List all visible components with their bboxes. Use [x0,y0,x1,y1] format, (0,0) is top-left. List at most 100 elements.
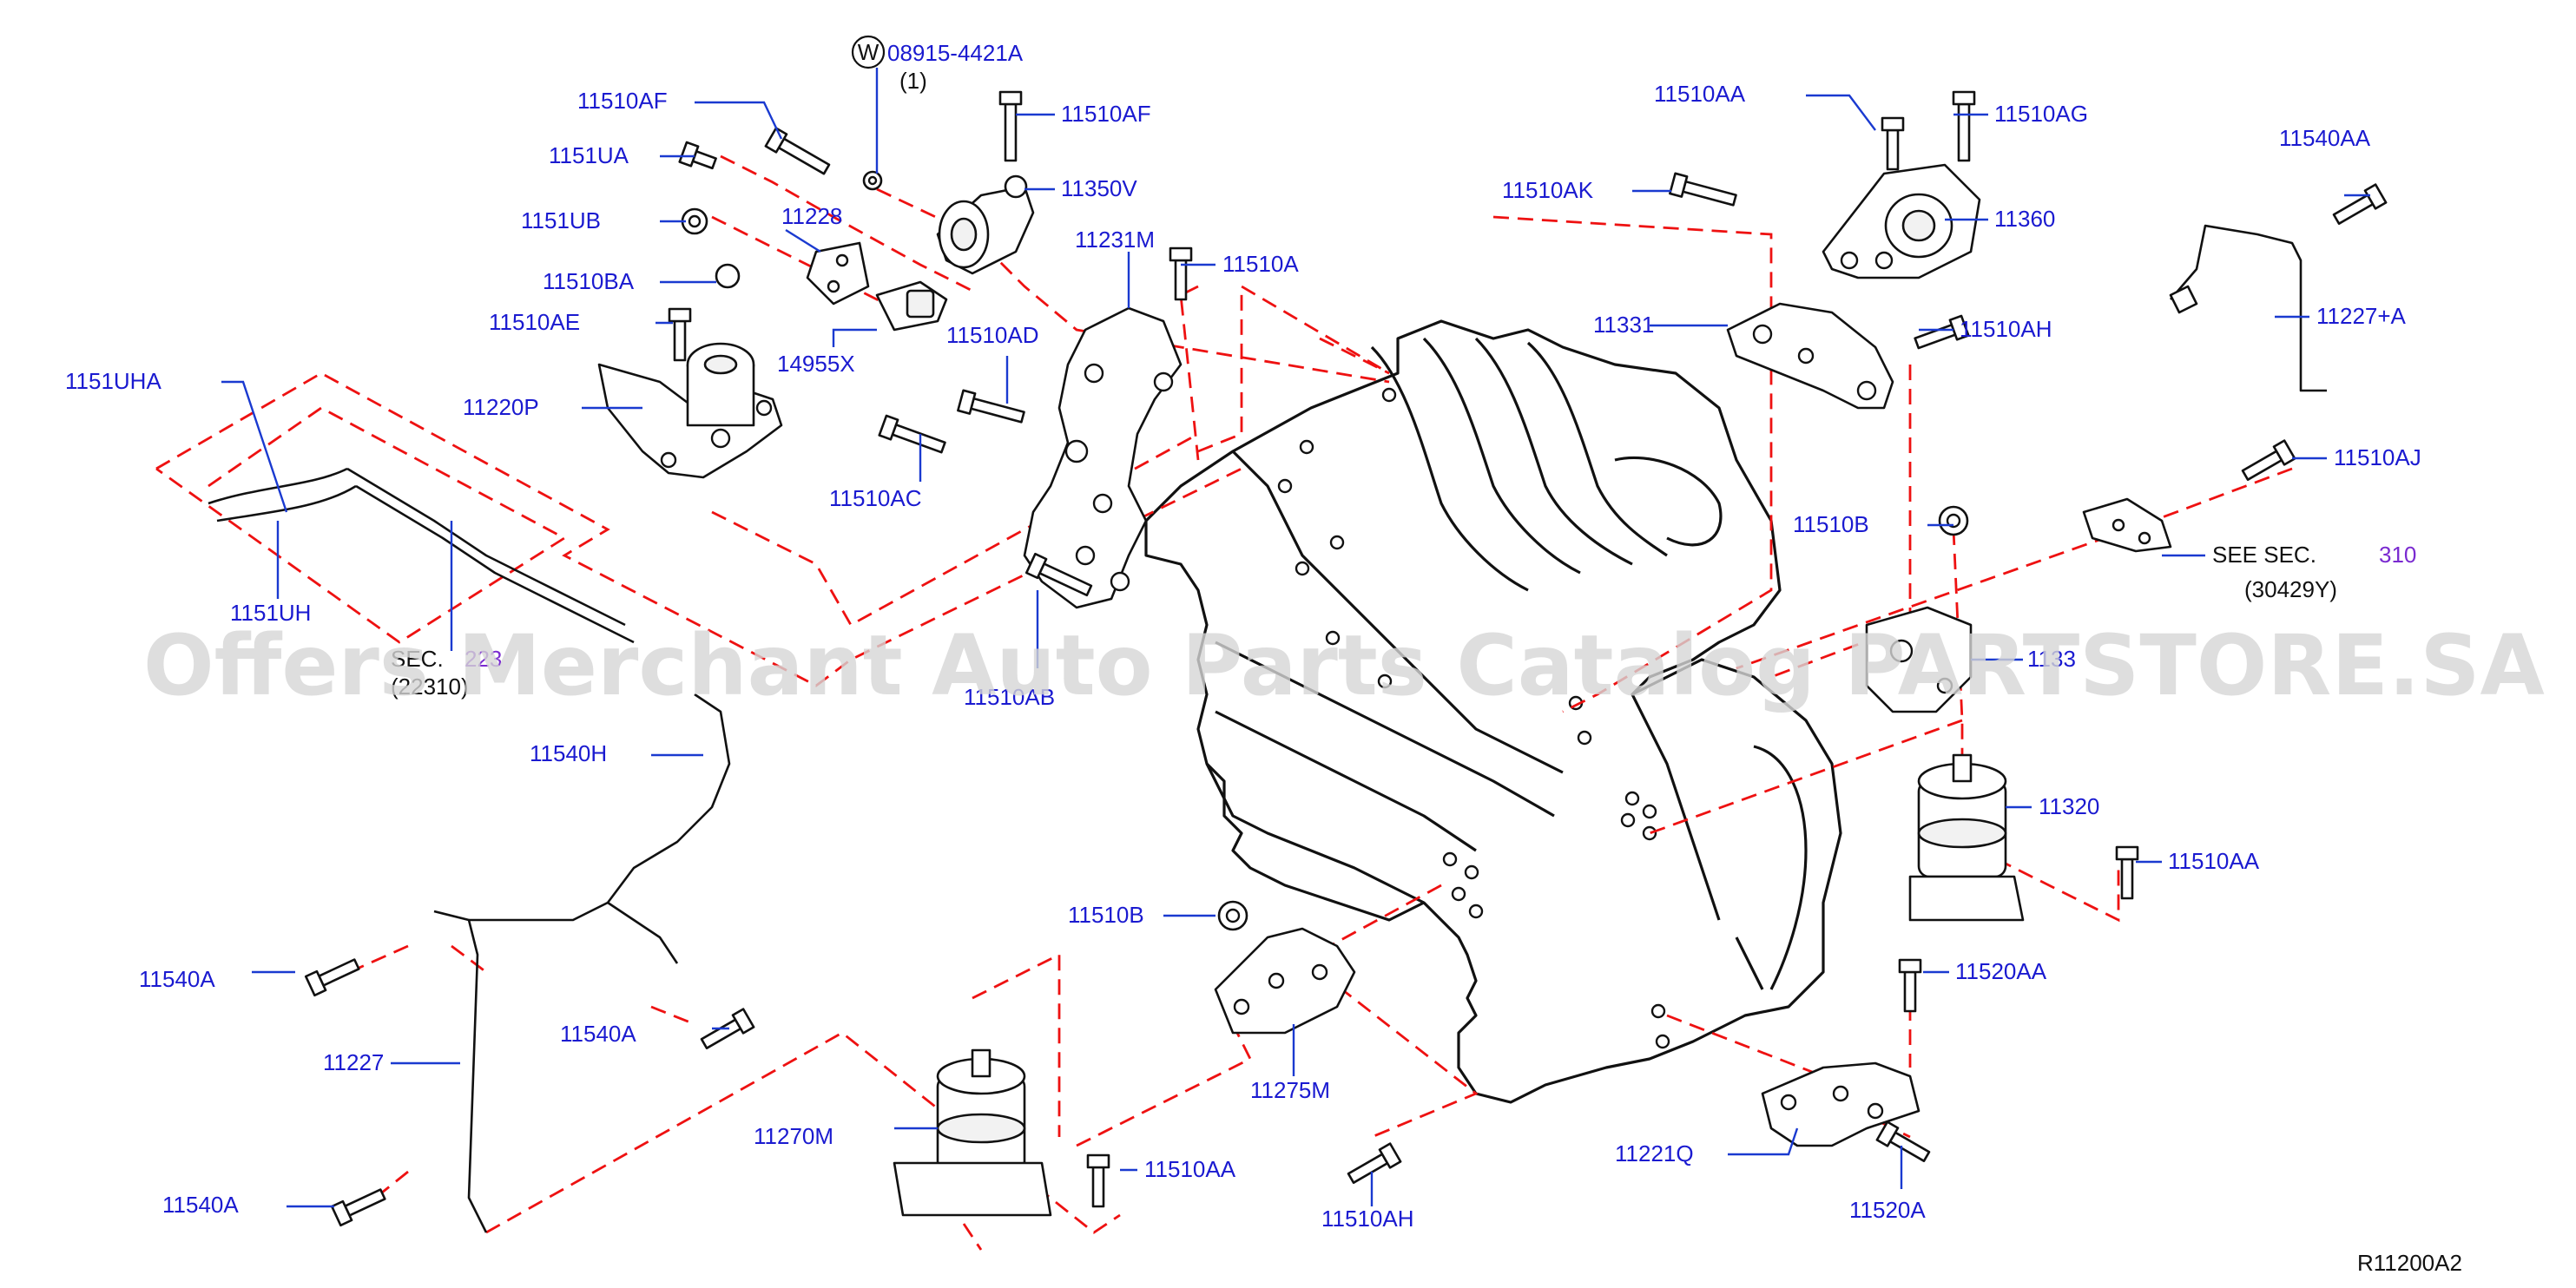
bolt-icon [1169,246,1193,301]
bolt-icon [764,127,831,175]
bolt-icon [700,1008,755,1049]
label-11227a[interactable]: 11227+A [2316,303,2407,329]
mount-11360[interactable] [1822,163,1981,279]
label-1133[interactable]: 1133 [2027,646,2076,672]
label-08915-4421a[interactable]: 08915-4421A [887,40,1024,66]
bracket-11228[interactable] [806,241,870,306]
bolt-icon [304,958,360,997]
label-11270m[interactable]: 11270M [754,1123,833,1149]
label-1151ub[interactable]: 1151UB [521,207,601,233]
mount-11320[interactable] [1908,753,2025,922]
label-11520a[interactable]: 11520A [1849,1197,1926,1223]
bolt-icon [668,307,692,362]
mount-11270m[interactable] [893,1048,1052,1217]
w-marker-icon [851,35,886,69]
label-11510ad[interactable]: 11510AD [946,322,1039,348]
label-11510b-r[interactable]: 11510B [1793,511,1869,537]
sensor-14955x[interactable] [875,280,948,332]
bolt-icon [1881,116,1905,171]
label-11350v[interactable]: 11350V [1061,175,1137,201]
label-11360[interactable]: 11360 [1994,206,2055,232]
label-1151uha[interactable]: 1151UHA [65,368,161,394]
label-qty: (1) [899,68,927,94]
label-sec-left-num[interactable]: 223 [464,646,502,672]
w-marker-label: W [858,39,880,65]
label-11520aa[interactable]: 11520AA [1955,958,2047,984]
label-1151uh[interactable]: 1151UH [230,600,311,626]
bracket-30429y[interactable] [2082,497,2172,553]
label-14955x[interactable]: 14955X [777,351,855,377]
label-11221q[interactable]: 11221Q [1615,1140,1694,1166]
label-11220p[interactable]: 11220P [463,394,539,420]
hose-1151uh[interactable] [208,467,357,522]
mount-11220p[interactable] [597,342,783,479]
bolt-icon [1898,958,1922,1013]
bolt-icon [1024,552,1093,597]
label-11231m[interactable]: 11231M [1075,227,1155,253]
bolt-icon [998,90,1023,162]
bolt-icon [878,414,946,454]
bolt-icon [678,141,717,170]
bracket-11221q[interactable] [1761,1061,1920,1147]
label-11510ah-top[interactable]: 11510AH [1960,316,2052,342]
nut-icon [1217,900,1248,931]
label-sec-left-code: (22310) [391,674,469,700]
label-11510aa-r[interactable]: 11510AA [2168,848,2260,874]
rod-11227[interactable] [433,693,731,1233]
bracket-11275m[interactable] [1214,927,1356,1035]
label-11331[interactable]: 11331 [1593,312,1654,338]
bolt-icon [957,389,1025,424]
leader-lines [221,68,2370,1208]
label-see-sec-num[interactable]: 310 [2379,542,2416,568]
label-11510a[interactable]: 11510A [1222,251,1299,277]
label-11228[interactable]: 11228 [781,203,842,229]
label-11275m[interactable]: 11275M [1250,1077,1330,1103]
bolt-icon [1669,172,1737,207]
nut-icon [1938,505,1969,536]
label-11510ag[interactable]: 11510AG [1994,101,2088,127]
bracket-11231m[interactable] [1023,306,1183,609]
label-11510aa-bot[interactable]: 11510AA [1144,1156,1236,1182]
bolt-icon [1347,1142,1402,1184]
label-11227[interactable]: 11227 [323,1049,384,1075]
assembly-lines [155,154,2293,1251]
label-11510ba[interactable]: 11510BA [543,268,635,294]
bolt-icon [2241,439,2296,481]
rod-11227a[interactable] [2169,224,2327,392]
label-11510af-a[interactable]: 11510AF [577,88,668,114]
label-11540a-2[interactable]: 11540A [560,1021,636,1047]
bolt-icon [2115,845,2139,900]
label-see-sec-code: (30429Y) [2244,576,2337,602]
label-11510ae[interactable]: 11510AE [489,309,580,335]
pipe-22310[interactable] [346,467,635,644]
label-11510aa-top[interactable]: 11510AA [1654,81,1746,107]
label-11510ac[interactable]: 11510AC [829,485,922,511]
label-1151ua[interactable]: 1151UA [549,142,629,168]
bolt-icon [1875,1120,1931,1162]
bolt-icon [1086,1153,1110,1208]
label-11510b-c[interactable]: 11510B [1068,902,1144,928]
diagram-code: R11200A2 [2357,1250,2462,1276]
label-11540aa[interactable]: 11540AA [2279,125,2371,151]
label-see-sec: SEE SEC. [2212,542,2316,568]
label-11540a-1[interactable]: 11540A [139,966,215,992]
bolt-icon [2332,183,2388,225]
mount-1133[interactable] [1865,606,1973,713]
mount-11350v[interactable] [936,174,1035,275]
bolt-icon [330,1188,386,1227]
label-11540a-3[interactable]: 11540A [162,1192,239,1218]
nut-icon [681,207,708,235]
label-11540h[interactable]: 11540H [530,740,607,766]
bracket-11331[interactable] [1726,302,1894,410]
label-11510ab[interactable]: 11510AB [964,684,1055,710]
label-11510aj[interactable]: 11510AJ [2334,444,2421,470]
label-11510af-b[interactable]: 11510AF [1061,101,1151,127]
label-11320[interactable]: 11320 [2039,793,2099,819]
nut-icon [715,263,741,289]
washer-icon [862,170,883,191]
label-sec-left: SEC. [391,646,444,672]
bolts [304,90,2388,1227]
label-11510ah-bot[interactable]: 11510AH [1321,1206,1414,1232]
label-11510ak[interactable]: 11510AK [1502,177,1594,203]
